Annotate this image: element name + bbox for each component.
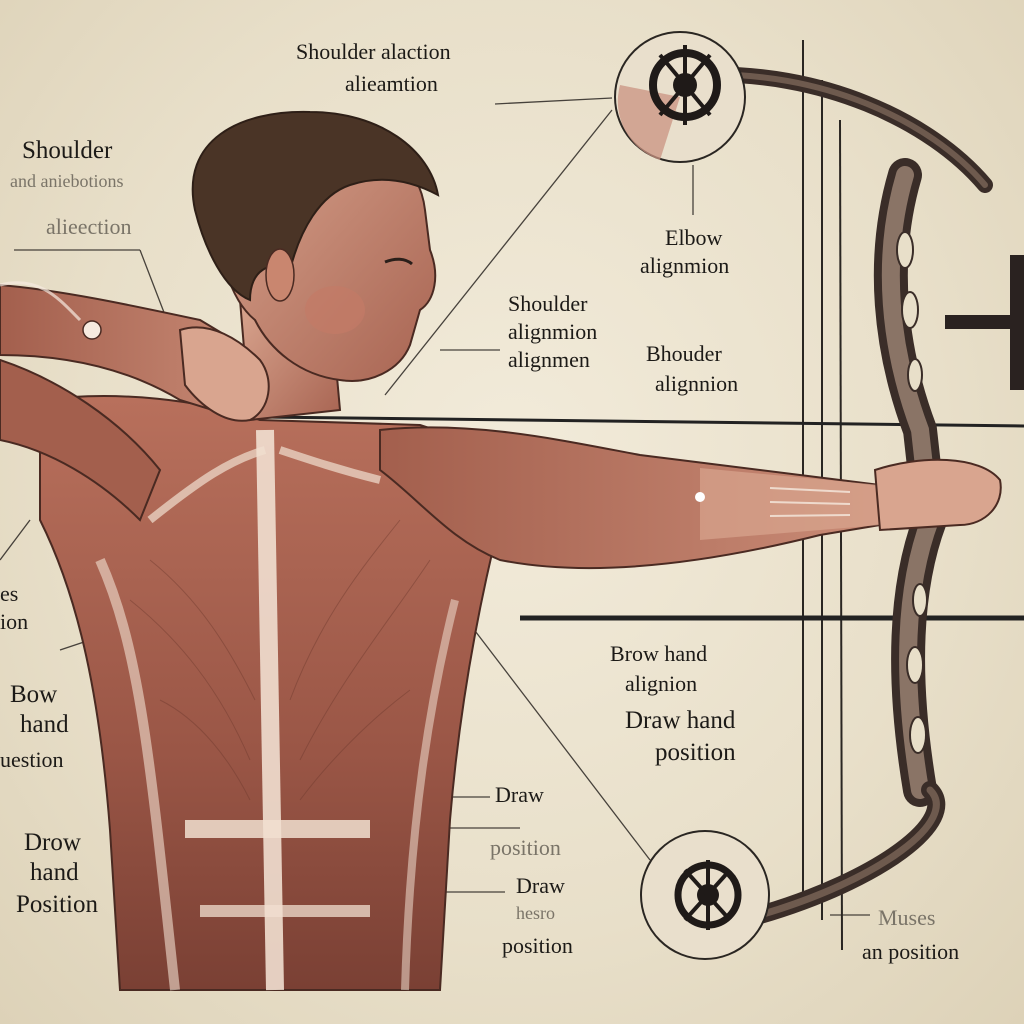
label-elbow-line2: alignmion [640, 253, 730, 278]
label-elbow-line1: Elbow [665, 225, 723, 250]
label-left-es: es [0, 581, 19, 606]
label-bow-hand-line3: uestion [0, 747, 64, 772]
label-draw-b: Draw [516, 873, 565, 898]
label-bhoulder-line1: Bhouder [646, 341, 722, 366]
label-top-sub: alieamtion [345, 71, 438, 96]
label-bhoulder-line2: alignnion [655, 371, 739, 396]
label-position-b: position [502, 933, 573, 958]
label-left-shoulder-small: and aniebotions [10, 171, 124, 191]
label-position-a: position [490, 835, 561, 860]
label-drow-line2: hand [30, 859, 79, 886]
upper-cam-icon [614, 31, 746, 163]
label-mid-shoulder-line1: Shoulder [508, 291, 588, 316]
label-left-shoulder: Shoulder [22, 137, 113, 164]
label-drow-line3: Position [16, 891, 98, 918]
draw-hand [178, 326, 270, 422]
label-draw-hand-line2: position [655, 739, 736, 766]
label-draw-hand-line1: Draw hand [625, 707, 736, 734]
label-draw-a: Draw [495, 782, 544, 807]
label-muses-line2: an position [862, 939, 960, 964]
label-muses-line1: Muses [878, 905, 936, 930]
label-mid-shoulder-line2: alignmion [508, 319, 598, 344]
label-drow-line1: Drow [24, 829, 81, 856]
label-top-title: Shoulder alaction [296, 39, 451, 64]
bow-arm [379, 426, 1002, 570]
lower-cam-icon [640, 830, 770, 960]
label-brow-line2: alignion [625, 671, 698, 696]
head [191, 110, 440, 382]
label-bow-hand-line2: hand [20, 711, 69, 738]
label-left-ion: ion [0, 609, 29, 634]
arrow-icon [261, 415, 1024, 621]
label-left-aliection: alieection [46, 214, 132, 239]
torso [39, 395, 502, 991]
label-mid-shoulder-line3: alignmen [508, 347, 590, 372]
label-draw-b-sub: hesro [516, 903, 555, 923]
label-brow-line1: Brow hand [610, 641, 708, 666]
label-bow-hand-line1: Bow [10, 681, 58, 708]
